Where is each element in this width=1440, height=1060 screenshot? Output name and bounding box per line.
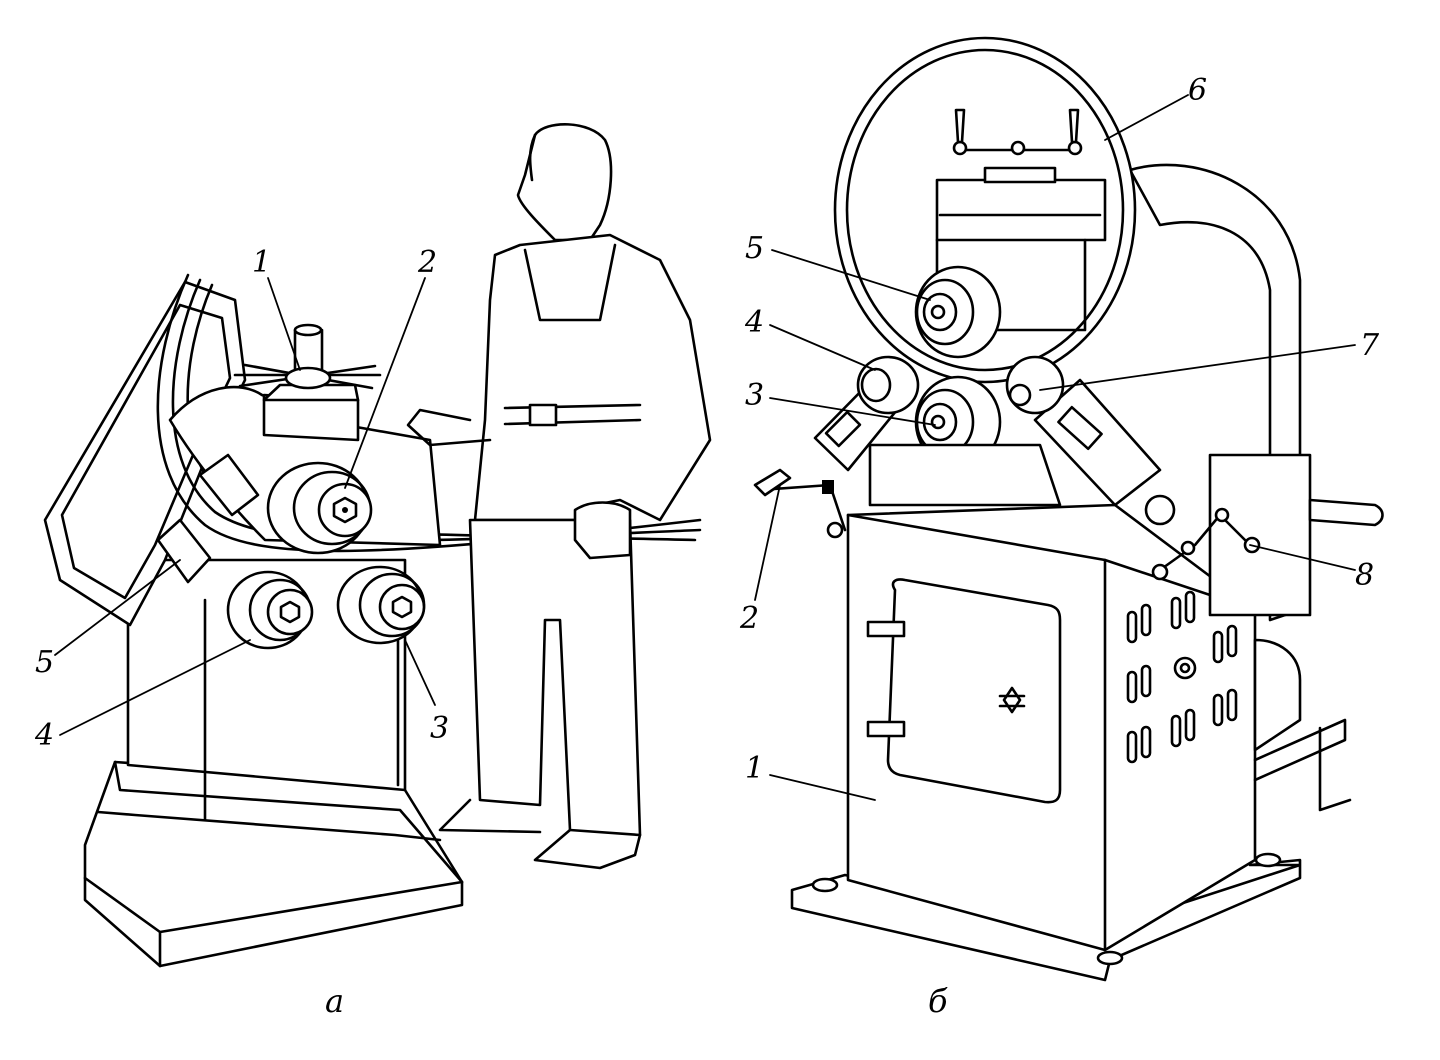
panel-a-roll-2: [266, 461, 373, 555]
panel-b-lever-2: [753, 468, 847, 539]
panel-b-label-8: 8: [1355, 558, 1374, 593]
panel-a-label-2: 2: [417, 245, 437, 280]
panel-b-label-6: 6: [1188, 73, 1207, 108]
panel-a-labels: 1 2 5 4 3: [34, 245, 449, 753]
panel-b-door: [866, 578, 1062, 804]
panel-a-handwheel: [233, 323, 382, 390]
panel-a-leader-lines: [54, 277, 436, 736]
panel-b-roll-5: [914, 265, 1002, 359]
panel-b-lever-8: [1151, 507, 1261, 581]
panel-b-drawing: 6 5 4 3 7 2 8 1 б: [739, 36, 1384, 1020]
panel-a-label-1: 1: [252, 245, 271, 280]
panel-b-vent-slots: [1126, 590, 1238, 764]
panel-b-roll-7: [1005, 355, 1176, 526]
panel-a-label-5: 5: [35, 645, 54, 680]
panel-a-machine-base: [83, 760, 464, 968]
panel-b-label-2: 2: [739, 601, 759, 636]
panel-a-operator: [406, 123, 712, 870]
panel-b-label-7: 7: [1360, 328, 1380, 363]
panel-a-label-3: 3: [430, 711, 449, 746]
panel-a-roll-3: [336, 565, 426, 645]
panel-a-guide-5: [156, 453, 260, 584]
panel-b-label-3: 3: [745, 378, 764, 413]
panel-b-roll-4: [813, 355, 920, 472]
panel-b-caption: б: [928, 982, 948, 1020]
panel-b-leader-lines: [754, 94, 1356, 801]
panel-b-side-frame: [1128, 163, 1384, 812]
panel-b-frame-6: [833, 36, 1137, 384]
panel-b-labels: 6 5 4 3 7 2 8 1: [739, 73, 1380, 786]
panel-a-drawing: 1 2 5 4 3 а: [34, 123, 712, 1020]
panel-b-label-1: 1: [745, 751, 764, 786]
panel-b-roll-stand: [868, 443, 1062, 507]
panel-a-caption: а: [325, 982, 344, 1020]
panel-a-machine-column: [126, 558, 407, 822]
panel-b-label-5: 5: [745, 231, 764, 266]
panel-b-label-4: 4: [744, 305, 764, 340]
panel-a-roll-4: [226, 570, 314, 650]
panel-a-label-4: 4: [34, 718, 54, 753]
